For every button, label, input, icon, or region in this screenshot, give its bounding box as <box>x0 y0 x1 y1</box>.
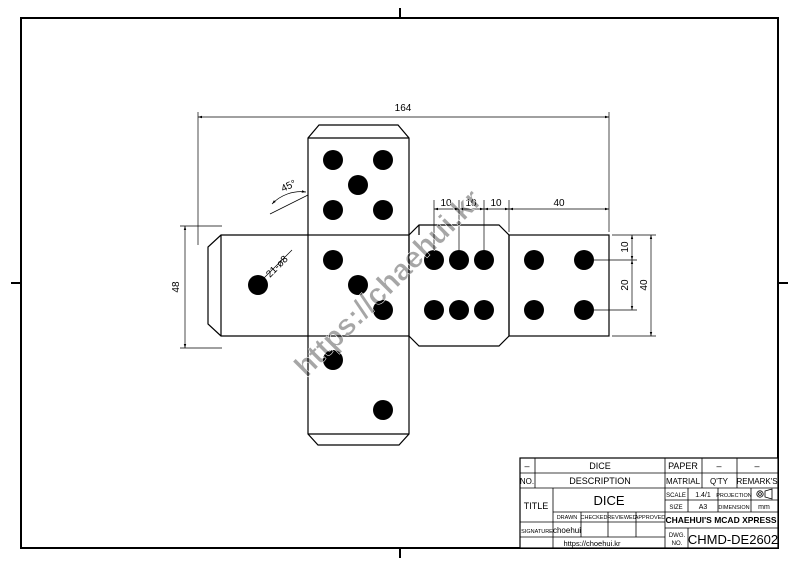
tb-size-label: SIZE <box>669 505 682 511</box>
pip <box>323 250 343 270</box>
tb-qty-label: Q'TY <box>710 477 729 486</box>
pip <box>323 350 343 370</box>
tb-scale-label: SCALE <box>666 493 686 499</box>
dice-net <box>207 124 610 446</box>
tb-remarks-label: REMARK'S <box>736 477 777 486</box>
pip <box>474 250 494 270</box>
tb-dwg-label-2: NO. <box>672 541 683 547</box>
face-left <box>207 234 308 337</box>
tb-dwg-label-1: DWG. <box>669 533 686 539</box>
tb-paper-label: PAPER <box>668 461 698 471</box>
pip <box>373 150 393 170</box>
dim-pitch-c: 10 <box>490 198 502 209</box>
pip <box>348 175 368 195</box>
tb-approved-label: APPROVED <box>635 515 666 521</box>
pip <box>348 275 368 295</box>
pip <box>373 400 393 420</box>
tb-dash-3: – <box>754 461 759 471</box>
dim-right-a: 10 <box>620 241 631 253</box>
tb-title-label: TITLE <box>524 501 549 511</box>
projection-symbol <box>756 488 773 500</box>
pip <box>449 250 469 270</box>
face-top <box>307 124 410 235</box>
face-far-right <box>508 234 610 337</box>
tb-company: CHAEHUI'S MCAD XPRESS <box>665 515 776 525</box>
tb-dimension-label: DIMENSION <box>718 505 749 511</box>
tb-reviewed-label: REVIEWED <box>607 515 636 521</box>
dim-height-left: 48 <box>171 281 182 293</box>
tb-title-value: DICE <box>593 493 624 508</box>
tb-checked-label: CHECKED <box>581 515 608 521</box>
pip <box>323 200 343 220</box>
tb-projection-label: PROJECTION <box>716 493 751 499</box>
dice-dots <box>248 150 594 420</box>
pip <box>524 250 544 270</box>
tb-drawn-label: DRAWN <box>557 515 578 521</box>
tb-dwg-no: CHMD-DE2602 <box>688 532 778 547</box>
dimension-lines <box>180 112 656 349</box>
pip <box>524 300 544 320</box>
tb-dimension-value: mm <box>758 504 770 511</box>
pip <box>323 150 343 170</box>
pip <box>449 300 469 320</box>
pip <box>424 300 444 320</box>
tb-size-value: A3 <box>699 504 708 511</box>
tb-scale-value: 1.4/1 <box>695 492 711 499</box>
pip <box>373 300 393 320</box>
pip <box>474 300 494 320</box>
dim-right-b: 20 <box>620 279 631 291</box>
tb-dash-1: – <box>524 461 529 471</box>
tb-signature-label: SIGNATURE <box>521 529 553 535</box>
dim-right-c: 40 <box>639 279 650 291</box>
tb-part-name: DICE <box>589 461 611 471</box>
tb-material-label: MATRIAL <box>666 477 701 486</box>
dim-pitch-a: 10 <box>440 198 452 209</box>
pip <box>248 275 268 295</box>
tb-dash-2: – <box>716 461 721 471</box>
face-bottom <box>307 336 410 446</box>
pip <box>424 250 444 270</box>
pip <box>574 250 594 270</box>
tb-no-label: NO. <box>520 477 534 486</box>
dim-span-top: 40 <box>553 198 565 209</box>
pip <box>574 300 594 320</box>
tb-signature-value: choehui <box>553 526 581 535</box>
dim-overall-width: 164 <box>395 103 412 114</box>
tb-description-label: DESCRIPTION <box>569 476 631 486</box>
dim-dot-diameter: 21-ø8 <box>264 254 291 281</box>
pip <box>373 200 393 220</box>
center-marks <box>11 8 788 558</box>
tb-website: https://choehui.kr <box>563 539 621 548</box>
dim-pitch-b: 10 <box>465 198 477 209</box>
title-block: – DICE PAPER – – NO. DESCRIPTION MATRIAL… <box>519 457 779 549</box>
